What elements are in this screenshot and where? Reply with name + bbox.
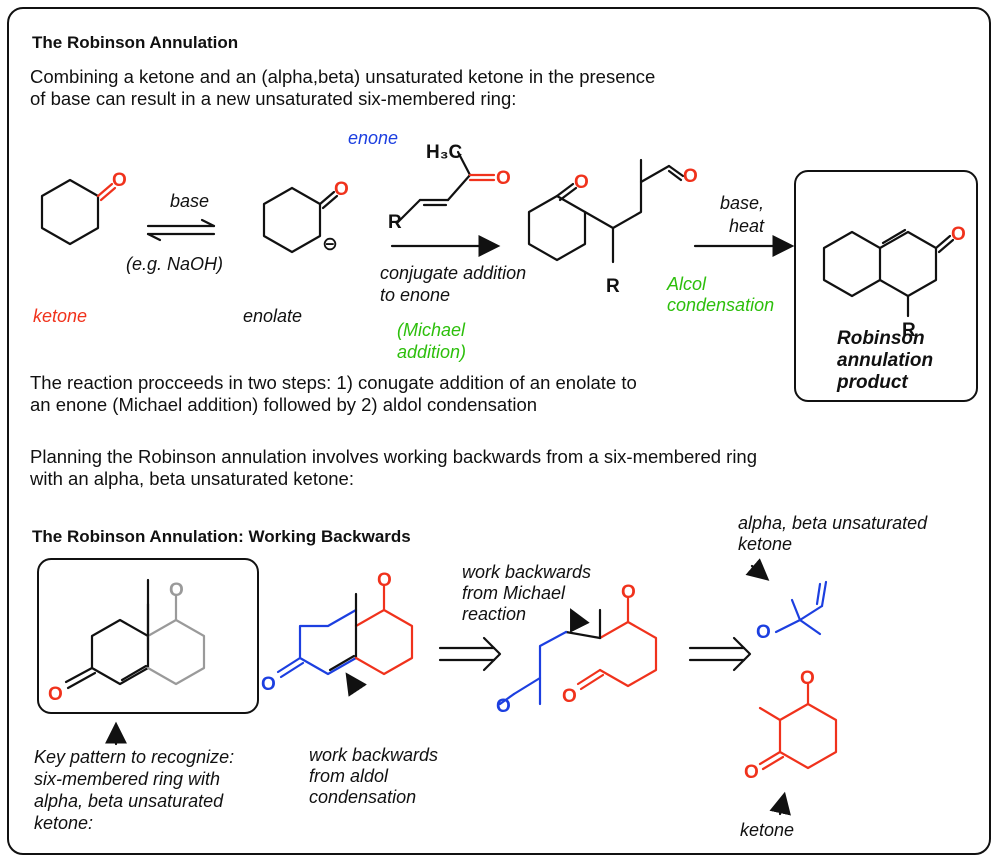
atom-labels: O O ⊖ H₃C O R O O R O R O O O O O O O O … bbox=[48, 142, 966, 783]
unsat-ketone-line-1: alpha, beta unsaturated bbox=[738, 513, 928, 533]
page-title: The Robinson Annulation bbox=[32, 33, 239, 52]
atom-r-enone: R bbox=[388, 212, 402, 233]
atom-o-back-5: O bbox=[496, 696, 511, 717]
atom-o-back-3: O bbox=[621, 582, 636, 603]
atom-o-diketone-2: O bbox=[744, 762, 759, 783]
bottom-ketone-label: ketone bbox=[740, 820, 795, 840]
michael-label-1: (Michael bbox=[397, 320, 466, 340]
subtitle: The Robinson Annulation: Working Backwar… bbox=[32, 527, 411, 546]
atom-o-enolate: O bbox=[334, 179, 349, 200]
intro-line-2: of base can result in a new unsaturated … bbox=[30, 88, 517, 109]
michael-label-2: addition) bbox=[397, 342, 467, 362]
key-pattern-line-2: six-membered ring with bbox=[34, 769, 221, 789]
conjugate-addition-label-1: conjugate addition bbox=[380, 263, 527, 283]
atom-o-diketone-1: O bbox=[800, 668, 815, 689]
atom-o-back-1: O bbox=[261, 674, 276, 695]
aldol-backwards-line-3: condensation bbox=[309, 787, 417, 807]
base-heat-label-1: base, bbox=[720, 193, 765, 213]
product-box bbox=[794, 170, 978, 402]
enolate-label: enolate bbox=[243, 306, 303, 326]
plan-line-1: Planning the Robinson annulation involve… bbox=[30, 446, 758, 467]
michael-pointer bbox=[570, 608, 590, 633]
unsat-ketone-line-2: ketone bbox=[738, 534, 793, 554]
conjugate-addition-label-2: to enone bbox=[380, 285, 451, 305]
michael-adduct-structure bbox=[527, 158, 685, 264]
retro-arrows bbox=[438, 636, 752, 672]
atom-o-product: O bbox=[951, 224, 966, 245]
naoh-label: (e.g. NaOH) bbox=[126, 254, 224, 274]
michael-backwards-line-3: reaction bbox=[462, 604, 527, 624]
michael-backwards-line-2: from Michael bbox=[462, 583, 566, 603]
atom-r-product: R bbox=[902, 320, 916, 341]
atom-o-adduct-1: O bbox=[574, 172, 589, 193]
enolate-structure bbox=[262, 186, 339, 254]
atom-o-key-1: O bbox=[48, 684, 63, 705]
diketone-structure bbox=[758, 682, 838, 771]
atom-o-ketone: O bbox=[112, 170, 127, 191]
atom-o-back-4: O bbox=[562, 686, 577, 707]
atom-o-mvk: O bbox=[756, 622, 771, 643]
outer-frame bbox=[7, 7, 991, 855]
backwards-structure-2 bbox=[498, 596, 658, 706]
atom-o-back-2: O bbox=[377, 570, 392, 591]
aldol-label-2: condensation bbox=[667, 295, 775, 315]
aldol-label-1: Alcol bbox=[667, 274, 707, 294]
aldol-pointer bbox=[345, 672, 367, 697]
intro-line-1: Combining a ketone and an (alpha,beta) u… bbox=[30, 66, 656, 87]
atom-o-enone: O bbox=[496, 168, 511, 189]
plan-line-2: with an alpha, beta unsaturated ketone: bbox=[30, 468, 354, 489]
enolate-minus: ⊖ bbox=[322, 234, 338, 255]
aldol-backwards-line-2: from aldol bbox=[309, 766, 389, 786]
product-label-3: product bbox=[837, 372, 908, 393]
ketone-label: ketone bbox=[33, 306, 88, 326]
atom-o-adduct-2: O bbox=[683, 166, 698, 187]
equilibrium-arrows bbox=[146, 218, 216, 242]
base-heat-label-2: heat bbox=[729, 216, 765, 236]
key-pattern-structure bbox=[64, 578, 206, 690]
mvk-structure bbox=[774, 580, 828, 636]
enone-structure bbox=[396, 150, 496, 224]
key-pattern-line-1: Key pattern to recognize: bbox=[34, 747, 235, 767]
key-pattern-line-4: ketone: bbox=[34, 813, 94, 833]
enone-label: enone bbox=[348, 128, 399, 148]
key-pattern-box bbox=[37, 558, 259, 714]
backwards-structure-1 bbox=[276, 584, 414, 679]
michael-backwards-line-1: work backwards bbox=[462, 562, 592, 582]
product-label-2: annulation bbox=[837, 350, 934, 371]
steps-line-2: an enone (Michael addition) followed by … bbox=[30, 394, 538, 415]
ketone-pointer bbox=[769, 791, 791, 816]
key-pattern-line-3: alpha, beta unsaturated bbox=[34, 791, 224, 811]
steps-line-1: The reaction procceeds in two steps: 1) … bbox=[30, 372, 637, 393]
base-label: base bbox=[170, 191, 210, 211]
unsat-pointer bbox=[745, 558, 770, 581]
cyclohexanone-structure bbox=[40, 178, 117, 246]
atom-o-key-2: O bbox=[169, 580, 184, 601]
atom-r-adduct: R bbox=[606, 276, 620, 297]
robinson-product-structure bbox=[822, 228, 955, 318]
atom-h3c: H₃C bbox=[426, 142, 463, 163]
aldol-backwards-line-1: work backwards bbox=[309, 745, 439, 765]
product-label-1: Robinson bbox=[837, 328, 925, 349]
